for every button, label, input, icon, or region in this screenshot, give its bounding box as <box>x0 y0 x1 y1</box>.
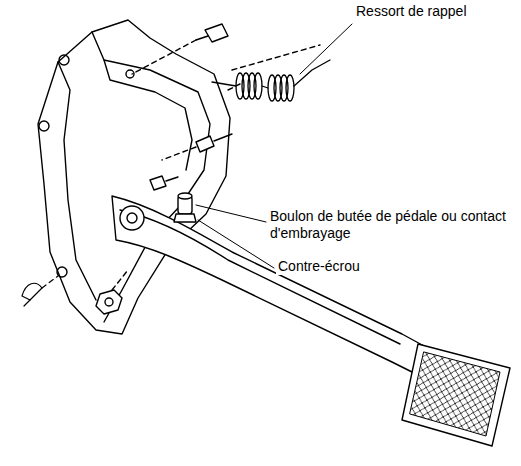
pad-hatch <box>410 352 500 436</box>
mount-hole <box>59 55 69 65</box>
leader-line <box>300 24 352 74</box>
assembly-line <box>232 45 320 70</box>
return-spring <box>212 60 330 101</box>
part-label: Ressort de rappel <box>354 3 469 20</box>
part-label: Boulon de butée de pédale ou contact d'e… <box>268 208 508 242</box>
nut <box>96 270 128 314</box>
bracket-ridge <box>92 32 210 322</box>
leader-line <box>196 205 266 222</box>
leader-line <box>198 220 274 268</box>
arm-boss <box>127 213 137 223</box>
mount-hole <box>39 121 49 131</box>
arm-boss <box>120 206 144 230</box>
cotter-pin <box>22 276 58 306</box>
pivot-bolt <box>162 134 232 160</box>
switch-bolt <box>150 176 178 190</box>
pedal-bracket <box>38 20 230 334</box>
mount-hole <box>57 267 67 277</box>
part-label: Contre-écrou <box>276 258 362 275</box>
pedal-pad <box>402 344 510 446</box>
bracket-ridge <box>58 62 96 300</box>
stop-bolt <box>174 193 196 222</box>
top-bolt <box>132 24 228 74</box>
